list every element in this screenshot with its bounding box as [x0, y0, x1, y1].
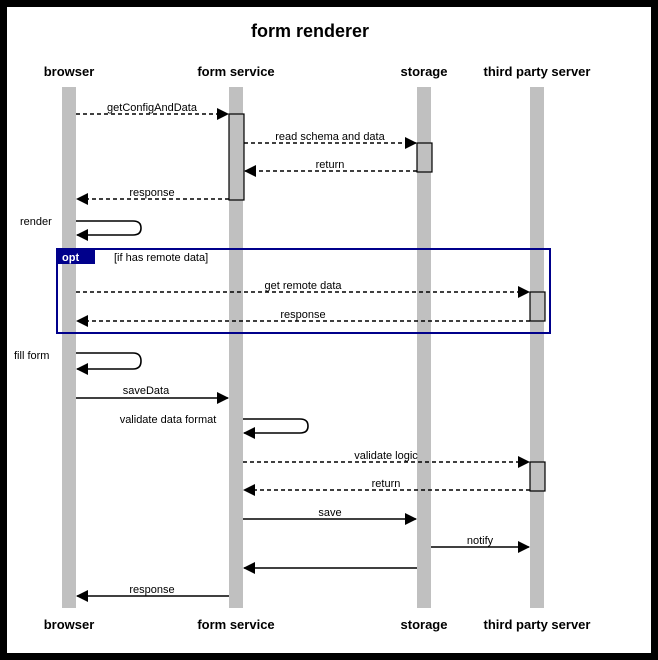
message-label-render: render: [20, 216, 52, 228]
message-label-final-response: response: [129, 584, 174, 596]
lifeline-browser: [62, 87, 76, 608]
activation-third-party-remote: [529, 291, 546, 322]
message-label-save: save: [318, 507, 341, 519]
activation-storage: [416, 142, 433, 173]
message-label-return-storage: return: [316, 159, 345, 171]
participant-browser-bottom: browser: [44, 617, 95, 632]
lifeline-form-service: [229, 87, 243, 608]
self-arrow-validate-format: [243, 418, 309, 439]
message-label-validate-format: validate data format: [120, 414, 217, 426]
opt-fragment: [56, 248, 551, 334]
lifeline-storage: [417, 87, 431, 608]
participant-browser-top: browser: [44, 64, 95, 79]
opt-fragment-keyword: opt: [62, 252, 79, 264]
message-label-get-remote: get remote data: [264, 280, 342, 292]
opt-fragment-guard: [if has remote data]: [114, 252, 208, 264]
message-label-notify: notify: [467, 535, 494, 547]
message-label-response-remote: response: [280, 309, 325, 321]
opt-fragment-tab: [57, 249, 95, 264]
self-arrow-render: [76, 220, 142, 241]
participant-form-service-bottom: form service: [197, 617, 274, 632]
message-label-fill-form: fill form: [14, 350, 49, 362]
message-label-read-schema: read schema and data: [275, 131, 385, 143]
activation-form-service: [228, 113, 245, 201]
message-label-get-config: getConfigAndData: [107, 102, 198, 114]
participant-storage-bottom: storage: [401, 617, 448, 632]
participant-storage-top: storage: [401, 64, 448, 79]
message-label-return-validate: return: [372, 478, 401, 490]
activation-third-party-validate: [529, 461, 546, 492]
message-label-validate-logic: validate logic: [354, 450, 418, 462]
diagram-title: form renderer: [251, 21, 369, 41]
message-label-save-data: saveData: [123, 385, 170, 397]
message-label-response-config: response: [129, 187, 174, 199]
participant-third-party-server-bottom: third party server: [484, 617, 591, 632]
lifeline-third-party-server: [530, 87, 544, 608]
participant-third-party-server-top: third party server: [484, 64, 591, 79]
participant-form-service-top: form service: [197, 64, 274, 79]
self-arrow-fill-form: [76, 352, 142, 375]
